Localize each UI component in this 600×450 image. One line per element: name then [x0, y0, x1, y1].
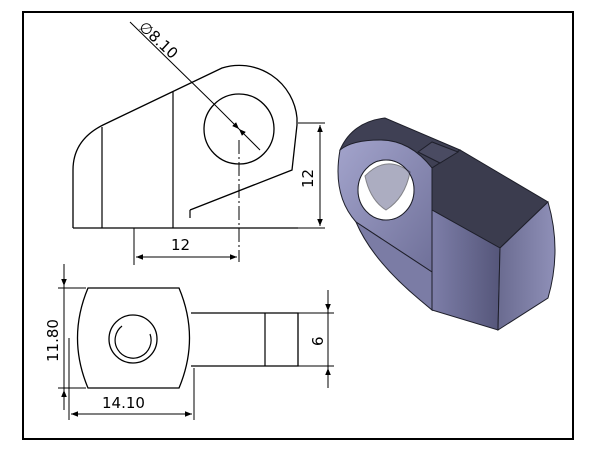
top-height-label: 11.80 — [44, 319, 62, 362]
hole-outer — [108, 314, 158, 364]
drawing-frame — [22, 11, 574, 440]
height-label: 12 — [299, 169, 317, 188]
top-view: 11.80 14.10 6 — [44, 264, 334, 420]
diameter-label: ∅8.10 — [135, 18, 181, 63]
isometric-solid — [337, 117, 556, 331]
thickness-label: 6 — [309, 336, 327, 346]
front-view: ∅8.10 12 12 — [72, 18, 325, 265]
top-width-label: 14.10 — [102, 394, 145, 412]
front-width-label: 12 — [171, 236, 190, 254]
